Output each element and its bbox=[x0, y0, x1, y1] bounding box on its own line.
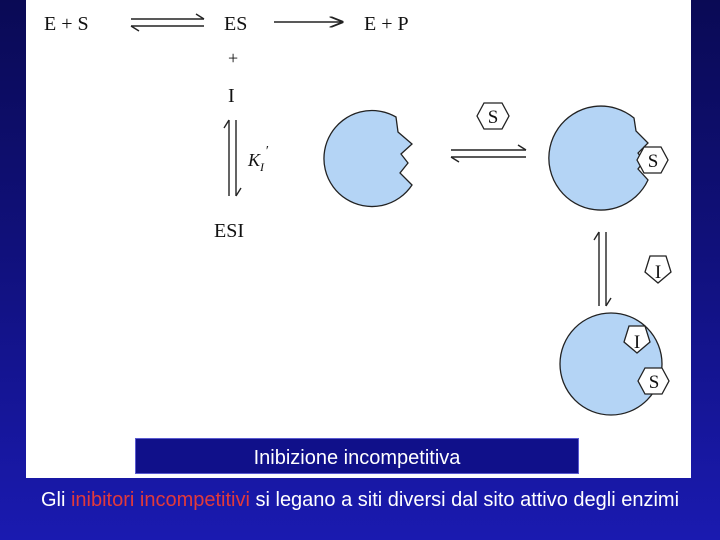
esi-substrate-label: S bbox=[649, 372, 660, 393]
inhibitor-label: I bbox=[655, 262, 661, 283]
inhibition-diagram: E + S ES E + P + I KI′ ESI bbox=[44, 13, 672, 416]
footer-highlight: inibitori incompetitivi bbox=[70, 489, 250, 511]
es-substrate-label: S bbox=[648, 151, 659, 172]
equilibrium-arrow-binding bbox=[450, 144, 527, 163]
equilibrium-arrow-es bbox=[130, 13, 205, 32]
footer-part1: Gli bbox=[40, 489, 71, 511]
plus-sign: + bbox=[228, 48, 238, 68]
inhibitor-i-label: I bbox=[228, 85, 235, 107]
footer-part2: si legano a siti diversi dal sito attivo… bbox=[249, 489, 680, 511]
esi-label: ESI bbox=[214, 220, 244, 242]
equilibrium-arrow-inhibitor bbox=[593, 231, 612, 307]
e-plus-p-label: E + P bbox=[364, 13, 409, 35]
inhibitor-free: I bbox=[644, 255, 672, 284]
esi-inhibitor-label: I bbox=[634, 332, 640, 353]
free-enzyme bbox=[323, 109, 413, 208]
ki-symbol: KI′ bbox=[247, 144, 269, 174]
caption-text: Inibizione incompetitiva bbox=[253, 447, 461, 469]
caption-box: Inibizione incompetitiva bbox=[135, 438, 579, 474]
es-label: ES bbox=[224, 13, 247, 35]
esi-complex: I S bbox=[559, 312, 670, 416]
e-plus-s-label: E + S bbox=[44, 13, 89, 35]
es-complex: S bbox=[548, 105, 669, 211]
footer-text: Gli inibitori incompetitivi si legano a … bbox=[30, 487, 690, 513]
substrate-label: S bbox=[488, 107, 499, 128]
substrate-free: S bbox=[476, 102, 510, 130]
equilibrium-arrow-esi bbox=[223, 119, 242, 197]
diagram-panel: E + S ES E + P + I KI′ ESI bbox=[26, 0, 691, 478]
